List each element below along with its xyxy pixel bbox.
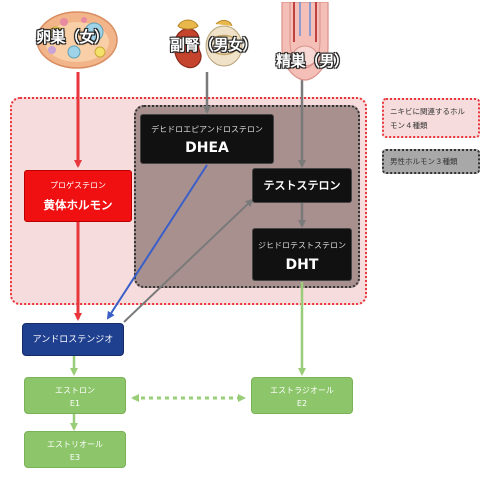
estrone-box: エストロン E1	[24, 377, 126, 414]
arrow-dhea-to-androstenedione	[106, 164, 208, 320]
dht-box: ジヒドロテストステロン DHT	[252, 228, 352, 281]
progesterone-box: プロゲステロン 黄体ホルモン	[24, 170, 132, 222]
progesterone-sub: プロゲステロン	[50, 181, 106, 190]
adrenal-kidney-image	[166, 10, 248, 72]
estriol-code: E3	[69, 453, 81, 462]
estradiol-code: E2	[296, 399, 308, 408]
adrenal-label: 副腎（男女）	[170, 36, 258, 54]
dhea-name: DHEA	[185, 140, 229, 156]
arrow-androstenedione-to-testosterone	[123, 198, 254, 323]
estrone-code: E1	[69, 399, 81, 408]
estradiol-box: エストラジオール E2	[251, 377, 353, 414]
androstenedione-box: アンドロステンジオ	[22, 323, 124, 356]
dhea-box: デヒドロエピアンドロステロン DHEA	[140, 114, 274, 164]
legend-male-hormones: 男性ホルモン３種類	[382, 149, 480, 174]
estradiol-name: エストラジオール	[270, 386, 334, 395]
estriol-name: エストリオール	[47, 440, 103, 449]
legend-male-label: 男性ホルモン３種類	[390, 157, 458, 166]
testosterone-name: テストステロン	[263, 179, 341, 192]
ovary-image	[34, 4, 120, 74]
estriol-box: エストリオール E3	[24, 431, 126, 468]
testis-image	[272, 1, 338, 82]
testosterone-box: テストステロン	[252, 168, 352, 203]
testis-label: 精巣（男）	[276, 52, 349, 70]
dhea-full-name: デヒドロエピアンドロステロン	[151, 125, 263, 134]
progesterone-name: 黄体ホルモン	[43, 198, 113, 212]
dht-name: DHT	[285, 257, 319, 273]
dht-full-name: ジヒドロテストステロン	[258, 241, 346, 250]
legend-acne-label: ニキビに関連するホルモン４種類	[390, 107, 465, 130]
ovary-label: 卵巣（女）	[36, 28, 109, 46]
estrone-name: エストロン	[55, 386, 95, 395]
legend-acne-hormones: ニキビに関連するホルモン４種類	[382, 98, 480, 138]
androstenedione-name: アンドロステンジオ	[32, 335, 114, 345]
